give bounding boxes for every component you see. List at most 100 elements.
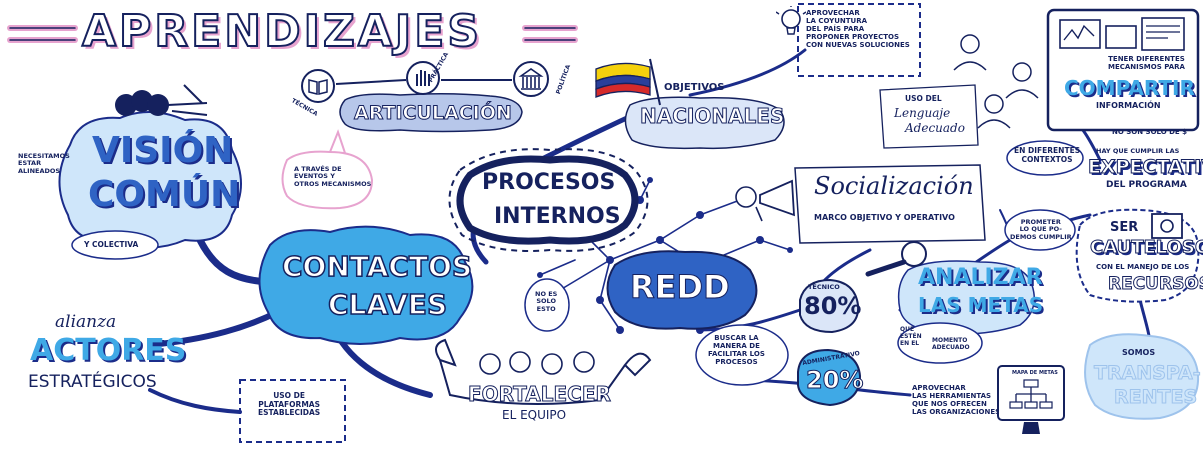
transparentes-word1: TRANSPA- xyxy=(1094,362,1202,385)
que-esten-note: QUE ESTÉN EN EL xyxy=(900,326,922,348)
que-esten-line: ESTÉN xyxy=(900,332,922,340)
mapa-metas-label: MAPA DE METAS xyxy=(1012,370,1058,376)
megaphone-icon xyxy=(735,179,795,222)
socializacion-subtitle: MARCO OBJETIVO Y OPERATIVO xyxy=(814,213,955,222)
contactos-line1: CONTACTOS xyxy=(281,249,473,284)
vision-line1: VISIÓN xyxy=(92,130,234,171)
compartir-top-line: MECANISMOS PARA xyxy=(1108,63,1185,72)
prometer-line: DEMOS CUMPLIR xyxy=(1010,232,1072,241)
a-traves-line: EVENTOS Y xyxy=(294,172,335,181)
contextos-line: EN DIFERENTES xyxy=(1014,146,1081,155)
compartir-top-line: TENER DIFERENTES xyxy=(1108,55,1185,63)
que-esten-line: EN EL xyxy=(900,339,920,347)
compartir-word: COMPARTIR xyxy=(1064,76,1195,100)
plataformas-line: PLATAFORMAS xyxy=(258,399,320,409)
plataformas-note: USO DE PLATAFORMAS ESTABLECIDAS xyxy=(258,391,321,418)
alianza-label: alianza xyxy=(55,312,117,332)
actores-line2: ESTRATÉGICOS xyxy=(28,372,157,392)
hand-icon xyxy=(406,61,440,95)
cautelosos-word: CAUTELOSOS xyxy=(1089,237,1203,259)
compartir-top: TENER DIFERENTES MECANISMOS PARA xyxy=(1108,55,1185,71)
procesos-line2: INTERNOS xyxy=(494,204,621,229)
people-sketch-icon xyxy=(953,34,1039,129)
lightbulb-icon xyxy=(776,6,806,35)
devices-icon xyxy=(1059,17,1185,51)
fortalecer-line2: EL EQUIPO xyxy=(502,408,567,422)
compartir-sub: INFORMACIÓN xyxy=(1096,101,1161,110)
safe-icon xyxy=(1151,213,1183,239)
objetivos-line1: OBJETIVOS xyxy=(664,82,725,93)
articulacion-link xyxy=(336,79,512,85)
administrativo-value: 20% xyxy=(805,366,864,395)
a-traves-note: A TRAVÉS DE EVENTOS Y OTROS MECANISMOS xyxy=(294,165,372,188)
plataformas-line: USO DE xyxy=(273,391,306,400)
que-esten-line: ADECUADO xyxy=(932,343,970,351)
cautelosos-recursos: RECURSOS xyxy=(1107,274,1203,295)
procesos-line1: PROCESOS xyxy=(482,170,616,195)
cautelosos-ser: SER xyxy=(1110,220,1139,235)
articulacion-label: ARTICULACIÓN xyxy=(354,102,513,125)
no-solo-line: SOLO xyxy=(536,297,556,306)
coyuntura-note: APROVECHAR LA COYUNTURA DEL PAÍS PARA PR… xyxy=(806,9,910,49)
buscar-note: BUSCAR LA MANERA DE FACILITAR LOS PROCES… xyxy=(708,334,765,366)
momento-note: MOMENTO ADECUADO xyxy=(932,337,970,352)
que-esten-line: MOMENTO xyxy=(932,337,968,344)
lenguaje-hand-2: Adecuado xyxy=(905,121,965,135)
herramientas-note: APROVECHAR LAS HERRAMIENTAS QUE NOS OFRE… xyxy=(912,384,1000,416)
cautelosos-middle: CON EL MANEJO DE LOS xyxy=(1096,263,1190,271)
note-line: ESTAR xyxy=(18,159,42,168)
herramientas-line: LAS ORGANIZACIONES xyxy=(912,408,1001,417)
note-line: ALINEADOS xyxy=(18,166,61,175)
no-dinero-note: NO SON SOLO DE $ xyxy=(1112,128,1188,136)
vision-line2: COMÚN xyxy=(88,174,241,215)
contextos-note: EN DIFERENTES CONTEXTOS xyxy=(1014,146,1081,164)
expectativas-pre: HAY QUE CUMPLIR LAS xyxy=(1096,147,1180,155)
objetivos-line2: NACIONALES xyxy=(639,104,785,129)
buscar-line: BUSCAR LA xyxy=(714,334,759,342)
hands-together-icon xyxy=(115,84,208,116)
expectativas-post: DEL PROGRAMA xyxy=(1106,180,1187,190)
lenguaje-hand-1: Lenguaje xyxy=(894,106,951,120)
magnifier-icon xyxy=(865,241,927,277)
expectativas-word: EXPECTATIVAS xyxy=(1087,156,1203,179)
contextos-line: CONTEXTOS xyxy=(1021,154,1073,164)
buscar-line: FACILITAR LOS xyxy=(708,350,765,359)
prometer-line: LO QUE PO- xyxy=(1019,225,1062,234)
no-solo-note: NO ES SOLO ESTO xyxy=(535,290,558,313)
tecnico-label: TÉCNICO xyxy=(808,283,840,291)
socializacion-title: Socialización xyxy=(814,172,974,200)
plataformas-line: ESTABLECIDAS xyxy=(258,408,321,418)
note-line: NECESITAMOS xyxy=(18,152,70,160)
a-traves-line: OTROS MECANISMOS xyxy=(294,179,372,188)
a-traves-line: A TRAVÉS DE xyxy=(294,165,342,173)
prometer-line: PROMETER xyxy=(1020,218,1061,226)
coyuntura-line: CON NUEVAS SOLUCIONES xyxy=(806,41,910,50)
colectiva-note: Y COLECTIVA xyxy=(84,240,139,249)
transparentes-word2: RENTES xyxy=(1113,386,1198,409)
herramientas-line: APROVECHAR xyxy=(912,384,966,392)
herramientas-line: QUE NOS OFRECEN xyxy=(912,400,987,409)
somos-label: SOMOS xyxy=(1122,348,1156,357)
buscar-line: PROCESOS xyxy=(715,358,758,367)
lenguaje-prefix: USO DEL xyxy=(905,94,942,103)
book-icon xyxy=(301,69,335,103)
prometer-note: PROMETER LO QUE PO- DEMOS CUMPLIR xyxy=(1010,218,1072,241)
que-esten-line: QUE xyxy=(900,326,915,333)
no-solo-line: NO ES xyxy=(535,290,558,298)
buscar-line: MANERA DE xyxy=(713,342,760,351)
herramientas-line: LAS HERRAMIENTAS xyxy=(912,392,992,401)
coyuntura-line: PROPONER PROYECTOS xyxy=(806,33,899,42)
colombia-flag-icon xyxy=(595,58,661,106)
coyuntura-line: LA COYUNTURA xyxy=(806,17,868,26)
building-icon xyxy=(513,61,549,97)
redd-label: REDD xyxy=(630,268,731,307)
tecnico-value: 80% xyxy=(804,292,862,320)
analizar-line2: LAS METAS xyxy=(918,293,1044,317)
coyuntura-line: DEL PAÍS PARA xyxy=(806,25,865,34)
analizar-line1: ANALIZAR xyxy=(918,265,1043,290)
contactos-line2: CLAVES xyxy=(327,287,448,322)
monitor-icon xyxy=(997,365,1065,434)
actores-line1: ACTORES xyxy=(30,333,187,368)
